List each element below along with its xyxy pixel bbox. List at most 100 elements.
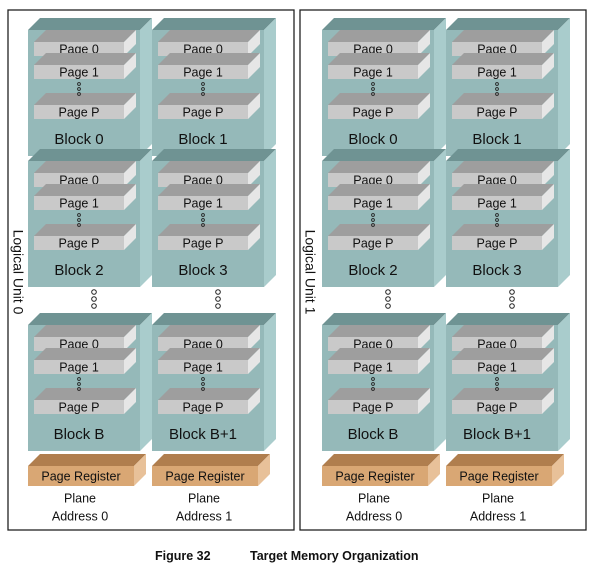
page-label: Page 1: [477, 196, 517, 210]
page-register: Page Register: [322, 454, 440, 486]
memory-page: Page 1: [452, 184, 554, 210]
memory-page: Page 1: [158, 348, 260, 374]
memory-page: Page 1: [158, 53, 260, 79]
page-label: Page P: [476, 236, 517, 250]
memory-block: Page 0 Page 1 Page P Block 0: [322, 18, 446, 156]
plane-address-label: Address 0: [52, 509, 108, 523]
block-ellipsis-dot: [509, 296, 515, 302]
page-label: Page P: [352, 105, 393, 119]
ellipsis-dot: [77, 213, 81, 217]
plane-address-label: Address 1: [176, 509, 232, 523]
memory-page: Page 0: [158, 30, 260, 56]
memory-page: Page 0: [34, 161, 136, 187]
ellipsis-dot: [371, 87, 375, 91]
page-label: Page 0: [477, 42, 517, 56]
ellipsis-dot: [201, 82, 205, 86]
memory-page: Page P: [452, 388, 554, 414]
memory-page: Page 0: [34, 30, 136, 56]
ellipsis-dot: [77, 82, 81, 86]
ellipsis-dot: [371, 82, 375, 86]
ellipsis-dot: [371, 377, 375, 381]
page-label: Page 1: [353, 65, 393, 79]
block-label: Block 1: [472, 131, 521, 148]
block-ellipsis-dot: [91, 303, 97, 309]
memory-page: Page 0: [452, 161, 554, 187]
ellipsis-dot: [201, 87, 205, 91]
memory-block: Page 0 Page 1 Page P Block 1: [152, 18, 276, 156]
memory-page: Page P: [328, 224, 430, 250]
page-label: Page 1: [59, 65, 99, 79]
page-label: Page 0: [183, 173, 223, 187]
ellipsis-dot: [495, 92, 499, 96]
page-label: Page P: [352, 400, 393, 414]
plane-label: Plane: [64, 491, 96, 505]
plane-label: Plane: [358, 491, 390, 505]
ellipsis-dot: [201, 387, 205, 391]
ellipsis-dot: [201, 218, 205, 222]
page-label: Page P: [182, 236, 223, 250]
block-label: Block 3: [472, 262, 521, 279]
block-label: Block B: [54, 426, 105, 443]
memory-page: Page 1: [328, 348, 430, 374]
memory-page: Page P: [158, 388, 260, 414]
page-label: Page P: [182, 105, 223, 119]
block-label: Block B+1: [463, 426, 531, 443]
ellipsis-dot: [201, 377, 205, 381]
block-ellipsis-dot: [509, 289, 515, 295]
page-label: Page 0: [59, 173, 99, 187]
memory-block: Page 0 Page 1 Page P Block 3: [446, 149, 570, 287]
block-ellipsis-dot: [385, 289, 391, 295]
memory-page: Page P: [158, 93, 260, 119]
ellipsis-dot: [495, 223, 499, 227]
ellipsis-dot: [371, 213, 375, 217]
memory-page: Page 1: [328, 53, 430, 79]
ellipsis-dot: [77, 92, 81, 96]
memory-page: Page 0: [158, 161, 260, 187]
ellipsis-dot: [77, 387, 81, 391]
memory-page: Page 0: [328, 30, 430, 56]
memory-page: Page 0: [328, 161, 430, 187]
block-ellipsis-dot: [385, 303, 391, 309]
page-label: Page 0: [353, 173, 393, 187]
memory-page: Page 1: [452, 348, 554, 374]
page-register-label: Page Register: [165, 469, 244, 483]
page-label: Page 0: [477, 173, 517, 187]
block-ellipsis-dot: [91, 296, 97, 302]
ellipsis-dot: [495, 87, 499, 91]
figure-caption: Figure 32 Target Memory Organization: [0, 549, 600, 569]
page-label: Page P: [58, 400, 99, 414]
ellipsis-dot: [201, 382, 205, 386]
ellipsis-dot: [77, 223, 81, 227]
block-label: Block 2: [348, 262, 397, 279]
ellipsis-dot: [371, 218, 375, 222]
ellipsis-dot: [495, 218, 499, 222]
memory-page: Page 0: [328, 325, 430, 351]
memory-page: Page 1: [34, 184, 136, 210]
page-register: Page Register: [152, 454, 270, 486]
block-ellipsis-dot: [215, 303, 221, 309]
block-label: Block 3: [178, 262, 227, 279]
ellipsis-dot: [77, 87, 81, 91]
page-label: Page 1: [477, 65, 517, 79]
memory-page: Page 1: [34, 53, 136, 79]
memory-page: Page 0: [34, 325, 136, 351]
ellipsis-dot: [371, 92, 375, 96]
page-label: Page 1: [183, 65, 223, 79]
memory-page: Page P: [452, 224, 554, 250]
block-label: Block 1: [178, 131, 227, 148]
ellipsis-dot: [77, 377, 81, 381]
block-label: Block 0: [348, 131, 397, 148]
page-label: Page 1: [59, 196, 99, 210]
figure-title: Target Memory Organization: [250, 549, 419, 563]
memory-page: Page P: [452, 93, 554, 119]
logical-unit-label: Logical Unit 1: [302, 230, 318, 315]
memory-page: Page 0: [452, 325, 554, 351]
